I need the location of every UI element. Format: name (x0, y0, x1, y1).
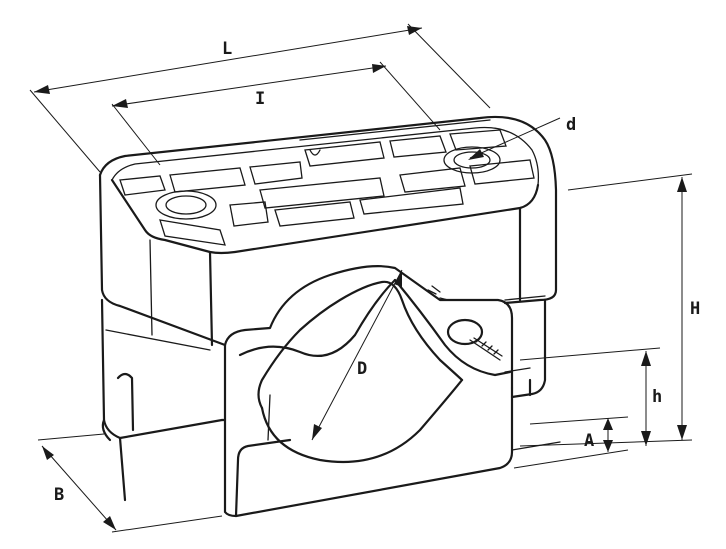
dim-label-I: I (255, 89, 265, 109)
top-face-ribs (119, 119, 535, 246)
dimension-B (37, 433, 223, 533)
dim-label-h: h (652, 387, 662, 407)
dim-label-d: d (566, 115, 576, 135)
dim-label-H: H (690, 299, 700, 319)
cable-cleat-body (98, 115, 561, 518)
dim-label-L: L (222, 39, 232, 59)
dimension-L (29, 23, 491, 173)
dimension-A (513, 416, 629, 469)
dimension-D (311, 269, 403, 441)
dimension-d (468, 117, 561, 160)
dimension-I (111, 61, 441, 166)
dim-label-D: D (357, 359, 367, 379)
dim-label-A: A (584, 431, 594, 451)
dimension-h (519, 347, 661, 446)
dim-label-B: B (54, 485, 64, 505)
